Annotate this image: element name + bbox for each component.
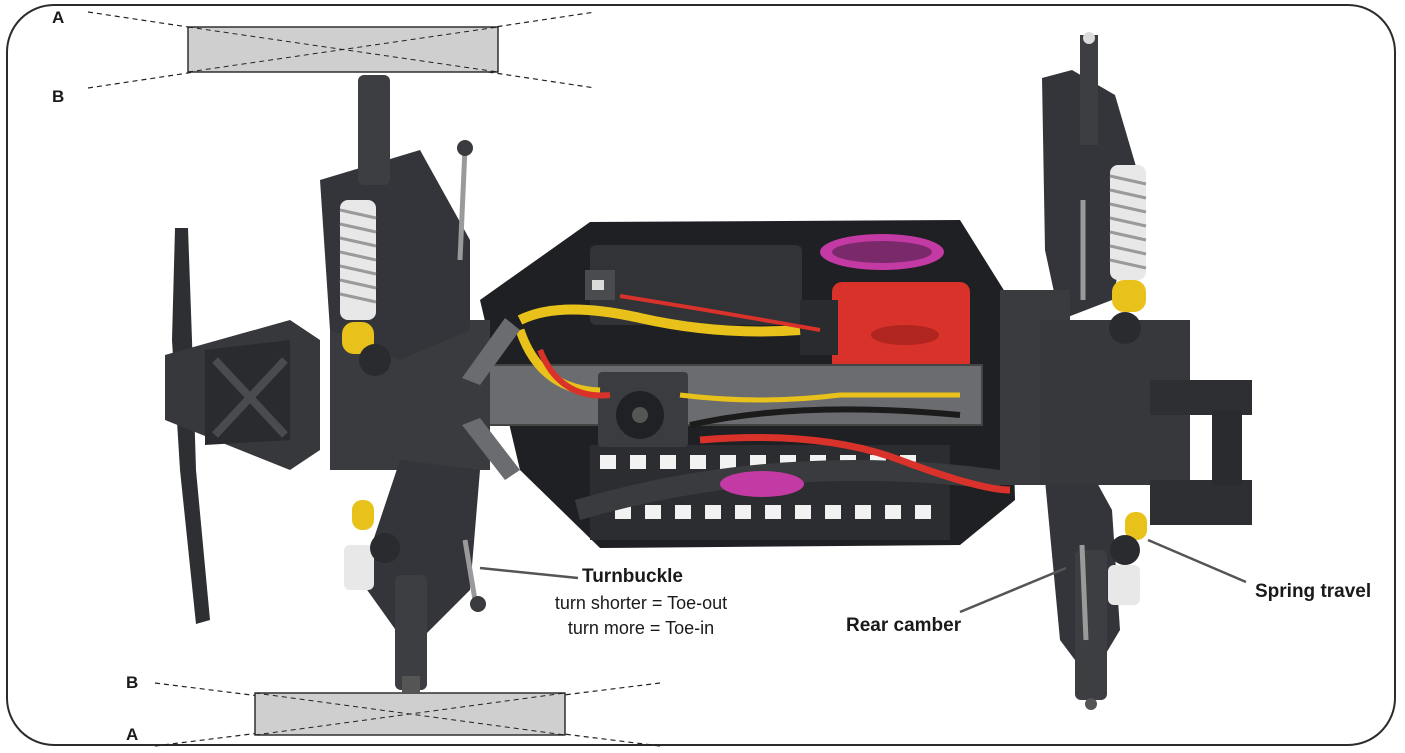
spring-travel-label: Spring travel: [1255, 581, 1372, 602]
top-diagram-label-a: A: [52, 8, 65, 27]
turnbuckle-leader: [479, 566, 579, 580]
turnbuckle-note-more: turn more = Toe-in: [567, 618, 715, 638]
top-diagram-label-b: B: [52, 87, 65, 106]
rear-camber-label: Rear camber: [846, 615, 962, 636]
turnbuckle-title: Turnbuckle: [582, 566, 683, 587]
bottom-diagram-label-a: A: [126, 725, 139, 744]
turnbuckle-note-shorter: turn shorter = Toe-out: [554, 593, 728, 613]
figure-frame: [6, 4, 1396, 746]
chassis-photo: [165, 32, 1252, 710]
top-alignment-diagram: [87, 11, 596, 89]
bottom-diagram-label-b: B: [126, 673, 139, 692]
bottom-alignment-diagram: [154, 682, 661, 747]
rear-camber-leader: [959, 566, 1067, 614]
spring-travel-leader: [1147, 538, 1247, 584]
